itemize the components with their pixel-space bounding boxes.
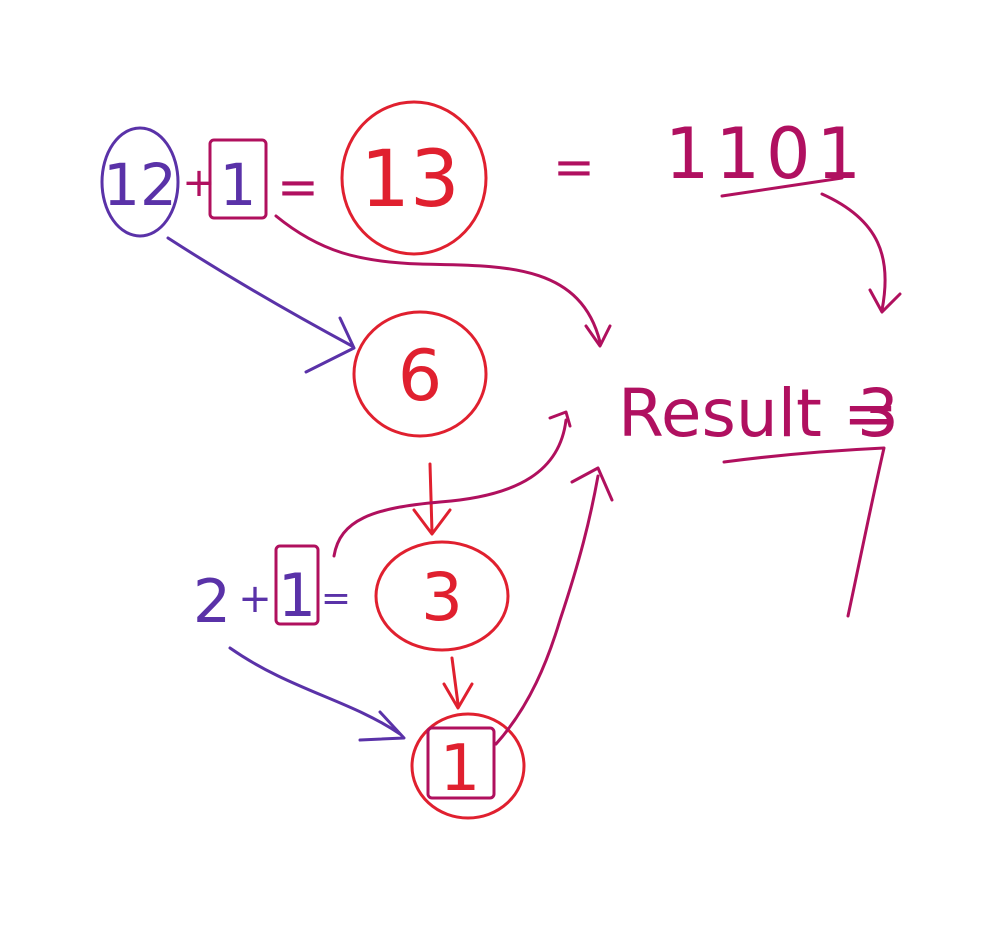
step-3: 3 <box>421 559 463 636</box>
box-final <box>426 726 496 800</box>
binary-underline <box>720 176 844 198</box>
equals-top: = <box>277 158 319 216</box>
circle-12 <box>100 126 180 238</box>
arrow-final-to-result <box>494 474 600 746</box>
result-value: 3 <box>857 375 899 452</box>
arrowhead-result-bottom <box>570 466 614 502</box>
result-label: Result = <box>618 375 898 452</box>
arrowhead-result-mid <box>548 410 572 428</box>
binary-digits: 1101 <box>665 113 867 195</box>
arrowhead-6 <box>304 316 356 374</box>
arrowhead-final <box>358 710 406 742</box>
operand-12: 12 <box>103 151 177 219</box>
result-underline <box>722 446 886 618</box>
arrowhead-binary <box>868 288 902 314</box>
arrow-1-to-result <box>274 214 602 344</box>
box-1-lower <box>274 544 320 626</box>
box-1-top <box>208 138 268 220</box>
arrow-2-to-1 <box>228 646 402 736</box>
final-1: 1 <box>440 732 481 806</box>
step-6: 6 <box>398 335 443 417</box>
arrow-lower-1-to-result <box>332 418 568 558</box>
arrow-12-to-6 <box>166 236 354 348</box>
arrowhead-3 <box>412 508 452 536</box>
circle-6 <box>352 310 488 438</box>
result-13: 13 <box>360 135 459 225</box>
circle-3 <box>374 540 510 652</box>
operand-2: 2 <box>193 567 231 637</box>
arrowhead-1 <box>442 682 474 710</box>
circle-13 <box>340 100 488 256</box>
circle-final <box>410 712 526 820</box>
plus-lower: + <box>238 576 272 622</box>
arrow-binary-to-result <box>820 192 887 312</box>
operand-1-top: 1 <box>220 151 257 219</box>
arrowhead-result-top <box>584 324 612 348</box>
operand-1-lower: 1 <box>278 561 316 631</box>
arrow-6-to-3 <box>428 462 434 534</box>
equals-binary: = <box>553 138 595 196</box>
equals-lower: = <box>321 578 351 619</box>
arrow-3-to-1 <box>450 656 460 706</box>
